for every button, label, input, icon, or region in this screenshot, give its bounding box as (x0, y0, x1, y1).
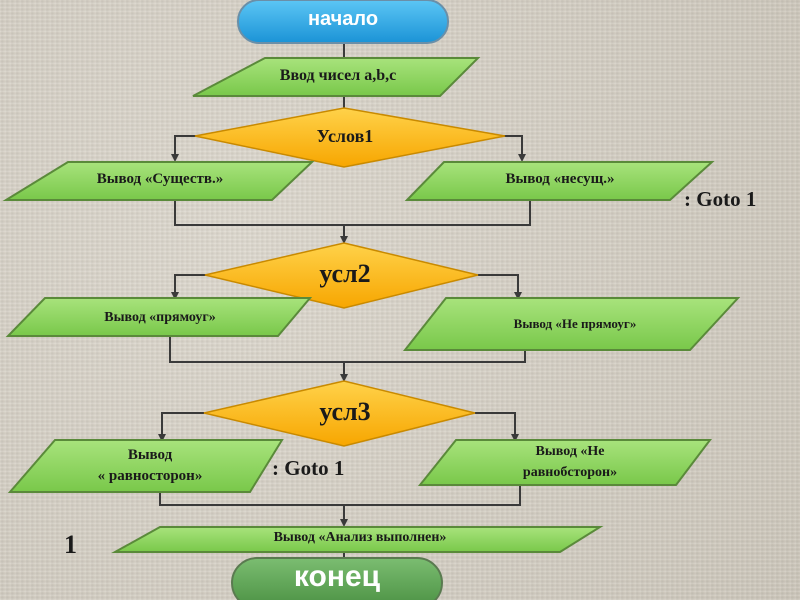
cond1-goto-note: : Goto 1 (684, 187, 757, 211)
connector-cond1-left (171, 135, 200, 162)
cond2-right-output-label: Вывод «Не прямоуг» (513, 316, 637, 331)
connector-cond3-right (475, 412, 519, 442)
cond2-left-output (5, 297, 313, 337)
cond3-left-output-line1: Вывод (127, 447, 173, 463)
connector-cond3-left (158, 412, 204, 442)
connector-merge2 (169, 336, 526, 363)
cond1-right-output-label: Вывод «несущ.» (505, 171, 615, 187)
cond3-right-output (417, 439, 713, 486)
cond3-goto-note: : Goto 1 (272, 456, 345, 480)
connector-merge3 (159, 485, 521, 506)
start-terminator (237, 0, 449, 44)
final-output-label: Вывод «Анализ выполнен» (273, 530, 447, 545)
connector-merge1 (174, 200, 531, 226)
connector-cond2-right (478, 274, 522, 300)
input-parallelogram (192, 57, 481, 97)
cond1-left-output-label: Вывод «Существ.» (96, 171, 224, 187)
cond3-decision (203, 380, 476, 447)
cond3-right-output-line1: Вывод «Не (535, 444, 605, 459)
end-terminator (231, 557, 443, 600)
end-label: конец (293, 560, 381, 593)
final-output (111, 526, 604, 553)
cond2-right-output (402, 297, 741, 351)
connector-cond2-left (171, 274, 210, 300)
cond2-left-output-label: Вывод «прямоуг» (104, 310, 216, 325)
cond3-label: усл3 (319, 397, 371, 426)
cond1-label: Услов1 (316, 126, 374, 146)
cond3-left-output-line2: « равносторон» (97, 468, 203, 484)
cond1-decision (194, 107, 506, 168)
start-label: начало (307, 8, 379, 30)
cond1-right-output (404, 161, 715, 201)
cond3-right-output-line2: равнобсторон» (522, 465, 618, 480)
input-label: Ввод чисел a,b,c (279, 67, 397, 84)
cond1-left-output (2, 161, 315, 201)
connectors (158, 43, 531, 560)
label-marker: 1 (64, 530, 77, 559)
cond2-label: усл2 (319, 259, 371, 288)
cond3-left-output (7, 439, 284, 493)
connector-cond1-right (488, 135, 526, 162)
cond2-decision (204, 242, 479, 309)
